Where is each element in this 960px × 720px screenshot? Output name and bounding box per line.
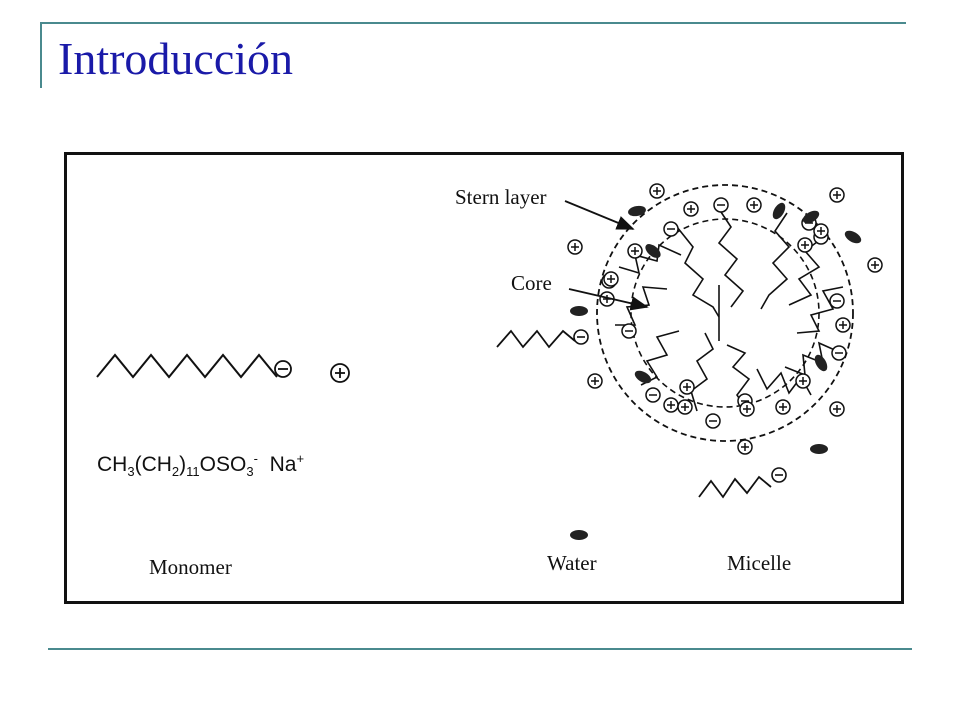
- core-arrow: [568, 288, 649, 311]
- stern-layer-label: Stern layer: [455, 185, 547, 209]
- monomer-tail: [96, 353, 278, 379]
- title-frame-left-rule: [40, 22, 42, 88]
- stern-layer-arrow: [564, 200, 635, 230]
- free-monomer-left: [496, 329, 576, 349]
- micelle-diagram-svg: [96, 183, 883, 540]
- water-label: Water: [547, 551, 597, 575]
- free-monomer-bottom: [698, 475, 772, 499]
- slide-title: Introducción: [58, 33, 294, 84]
- monomer-formula: CH3(CH2)11OSO3- Na+: [97, 451, 305, 480]
- micelle-label: Micelle: [727, 551, 792, 575]
- surfactant-figure: CH3(CH2)11OSO3- Na+ Stern layer Core Mon…: [64, 152, 904, 604]
- monomer-counter-cation: [330, 363, 350, 383]
- free-monomer-bottom-head: [771, 467, 787, 483]
- monomer-head-anion: [274, 360, 292, 378]
- free-monomer-left-head: [573, 329, 589, 345]
- footer-rule: [48, 648, 912, 650]
- monomer-label: Monomer: [149, 555, 232, 579]
- core-label: Core: [511, 271, 552, 295]
- stern-layer-boundary: [596, 184, 854, 442]
- title-frame-top-rule: [40, 22, 906, 24]
- counter-cations: [567, 183, 883, 455]
- water-molecules: [570, 202, 862, 540]
